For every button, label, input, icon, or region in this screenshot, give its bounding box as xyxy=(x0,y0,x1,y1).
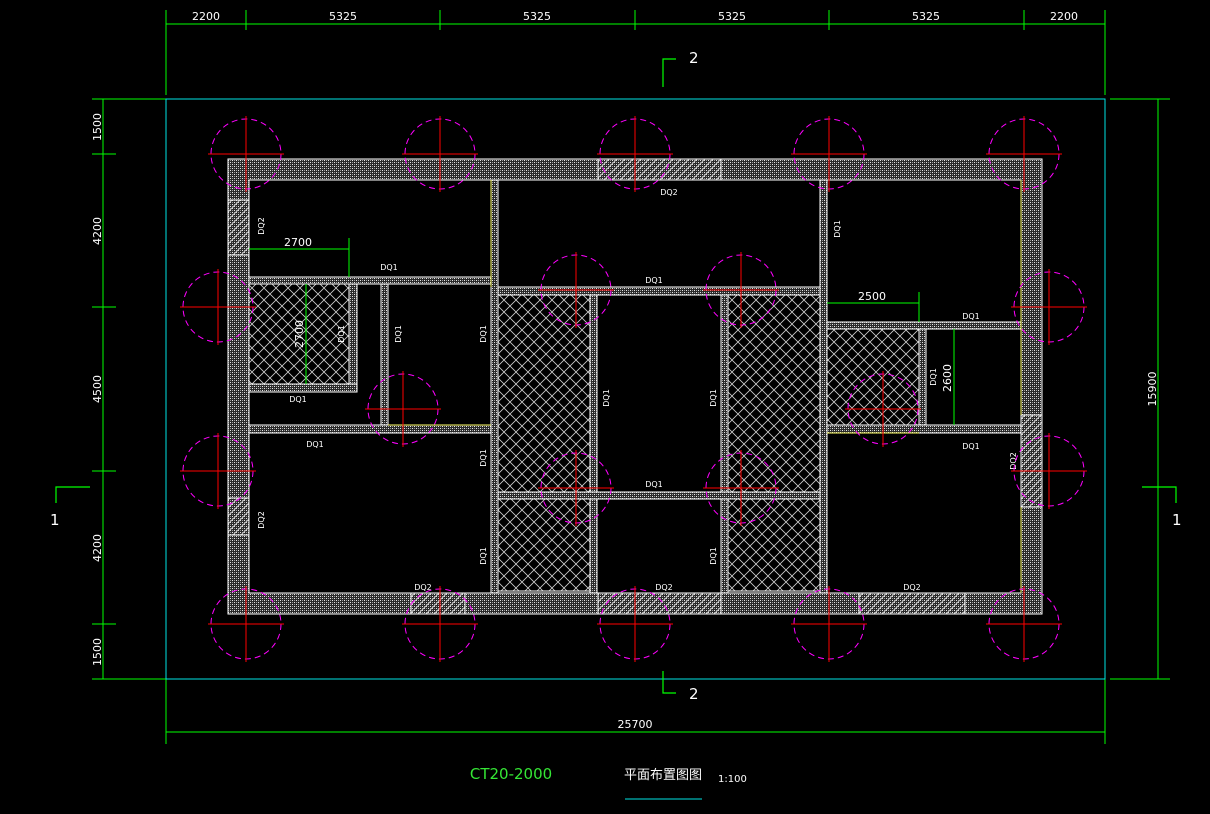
top-dim-1: 2200 xyxy=(192,10,220,23)
pile-marker xyxy=(538,252,614,328)
site-boundary xyxy=(165,98,1106,680)
wall-label: DQ2 xyxy=(1009,452,1018,470)
pile-marker xyxy=(208,116,284,192)
interior-walls xyxy=(248,179,1022,594)
wall-label: DQ1 xyxy=(645,276,663,285)
wall-label: DQ1 xyxy=(645,480,663,489)
wall-label: DQ1 xyxy=(709,547,718,565)
top-dim-5: 5325 xyxy=(912,10,940,23)
pile-marker xyxy=(597,586,673,662)
pile-marker xyxy=(208,586,284,662)
left-dim-3: 4500 xyxy=(91,375,104,403)
pile-marker xyxy=(986,586,1062,662)
wall-label: DQ1 xyxy=(479,325,488,343)
wall-labels: DQ2 DQ2 DQ2 DQ2 DQ2 DQ2 DQ2 DQ1 DQ1 DQ1 … xyxy=(257,188,1018,592)
dim-room-b-width: 2500 xyxy=(858,290,886,303)
drawing-code: CT20-2000 xyxy=(470,765,552,783)
wall-label: DQ2 xyxy=(257,511,266,529)
wall-label: DQ1 xyxy=(833,220,842,238)
pile-marker xyxy=(180,269,256,345)
pile-marker xyxy=(1011,433,1087,509)
pile-marker xyxy=(791,586,867,662)
wall-label: DQ1 xyxy=(394,325,403,343)
wall-label: DQ1 xyxy=(962,312,980,321)
wall-label: DQ1 xyxy=(479,547,488,565)
drawing-title: 平面布置图图 xyxy=(624,768,702,783)
pile-marker xyxy=(986,116,1062,192)
dim-room-a-height: 2700 xyxy=(293,320,306,348)
pile-marker xyxy=(597,116,673,192)
wall-label: DQ1 xyxy=(306,440,324,449)
bottom-total-dim: 25700 xyxy=(618,718,653,731)
pile-markers xyxy=(180,116,1087,662)
wall-label: DQ1 xyxy=(962,442,980,451)
wall-label: DQ2 xyxy=(414,583,432,592)
drawing-scale: 1:100 xyxy=(718,774,747,785)
top-dim-6: 2200 xyxy=(1050,10,1078,23)
section-mark-bottom: 2 xyxy=(689,685,699,703)
pile-marker xyxy=(402,116,478,192)
left-dimension-chain xyxy=(92,98,166,680)
section-markers xyxy=(55,58,1177,694)
top-dimension-texts: 2200 5325 5325 5325 5325 2200 xyxy=(192,10,1078,23)
top-dimension-chain xyxy=(165,10,1106,95)
inner-dimension-lines xyxy=(249,238,955,425)
left-dim-2: 4200 xyxy=(91,217,104,245)
pile-marker xyxy=(538,450,614,526)
section-mark-left: 1 xyxy=(50,511,60,529)
dq2-wall-segments xyxy=(227,158,1043,615)
top-dim-3: 5325 xyxy=(523,10,551,23)
dim-room-b-height: 2600 xyxy=(941,364,954,392)
pile-marker xyxy=(703,450,779,526)
wall-label: DQ1 xyxy=(602,389,611,407)
pile-marker xyxy=(845,371,921,447)
pile-marker xyxy=(791,116,867,192)
wall-label: DQ1 xyxy=(289,395,307,404)
wall-label: DQ1 xyxy=(479,449,488,467)
left-dim-5: 1500 xyxy=(91,638,104,666)
wall-label: DQ2 xyxy=(655,583,673,592)
pile-marker xyxy=(365,371,441,447)
left-dim-4: 4200 xyxy=(91,534,104,562)
top-dim-2: 5325 xyxy=(329,10,357,23)
pile-marker xyxy=(180,433,256,509)
pile-marker xyxy=(703,252,779,328)
wall-label: DQ1 xyxy=(709,389,718,407)
left-dim-1: 1500 xyxy=(91,113,104,141)
inner-yellow-lines xyxy=(388,180,1022,593)
core-areas xyxy=(248,283,920,592)
right-dimension xyxy=(1110,98,1170,680)
wall-label: DQ1 xyxy=(380,263,398,272)
bottom-dimension xyxy=(165,679,1106,744)
wall-label: DQ2 xyxy=(903,583,921,592)
wall-label: DQ1 xyxy=(337,325,346,343)
right-total-dim: 15900 xyxy=(1146,372,1159,407)
wall-label: DQ2 xyxy=(660,188,678,197)
left-dimension-texts: 1500 4200 4500 4200 1500 xyxy=(91,113,104,666)
pile-marker xyxy=(1011,269,1087,345)
pile-marker xyxy=(402,586,478,662)
wall-label: DQ2 xyxy=(257,217,266,235)
wall-label: DQ1 xyxy=(929,368,938,386)
section-mark-top: 2 xyxy=(689,49,699,67)
dim-room-a-width: 2700 xyxy=(284,236,312,249)
top-dim-4: 5325 xyxy=(718,10,746,23)
section-mark-right: 1 xyxy=(1172,511,1182,529)
